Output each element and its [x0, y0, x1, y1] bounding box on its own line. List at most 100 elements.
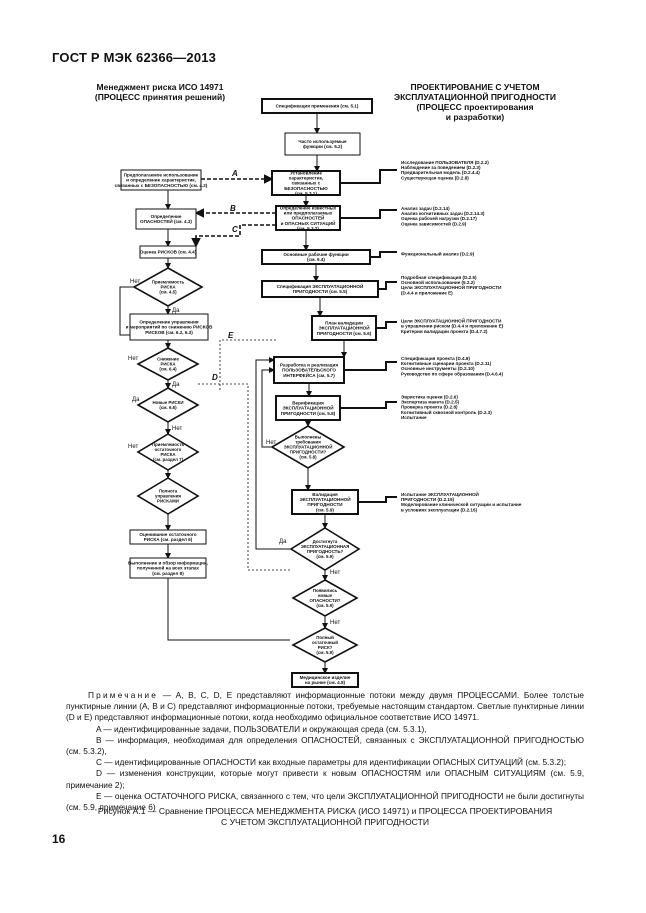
decision-text: ЭКСПЛУАТАЦИОННОЙ [284, 445, 333, 450]
yes-label: Да [132, 397, 140, 403]
process-box-text: План валидации [325, 320, 363, 325]
process-box-identify [271, 170, 341, 196]
decision-d_all [136, 477, 200, 515]
decision-text: (см. 5.8) [299, 454, 317, 459]
no-label: Нет [128, 356, 138, 362]
yes-label: Да [172, 382, 180, 388]
reference-note: Руководство по сфере образования (D.4.6.… [401, 370, 503, 376]
process-box-text: (см. 5.4) [307, 257, 325, 262]
left-title-line: Менеджмент риска ИСО 14971 [96, 82, 224, 92]
process-box-text: Установление [290, 170, 322, 175]
decision-text: остаточного [155, 447, 182, 452]
figure-caption: Рисунок А.1 — Сравнение ПРОЦЕССА МЕНЕДЖМ… [66, 806, 584, 827]
flow-letter-D: D [212, 373, 218, 382]
process-box-final [291, 672, 359, 688]
process-box-text: Разработка и реализация [280, 361, 338, 367]
right-title-line: ПРОЕКТИРОВАНИЕ С УЧЕТОМ [410, 82, 540, 92]
process-box-text: ПРИГОДНОСТИ (см. 5.5) [293, 289, 348, 294]
decision-d_reduce [136, 347, 200, 381]
no-label: Нет [330, 620, 340, 626]
decision-text: РИСКАМИ [157, 498, 179, 503]
flow-arrow [255, 357, 291, 550]
process-box-text: ПРИГОДНОСТИ (см. 5.8) [281, 411, 336, 416]
process-box-primary_func [261, 249, 371, 265]
process-box-risk_control [129, 313, 209, 341]
process-box-text: (см. 5.3.2) [297, 226, 319, 231]
reference-note: Критерии валидации проекта (D.4.7.2) [401, 329, 488, 334]
flow-letter-B: B [230, 204, 236, 213]
document-header: ГОСТ Р МЭК 62366—2013 [52, 50, 217, 65]
caption-line: С УЧЕТОМ ЭКСПЛУАТАЦИОННОЙ ПРИГОДНОСТИ [220, 816, 430, 827]
process-box-text: связанных с БЕЗОПАСНОСТЬЮ (см. 4.2) [115, 183, 208, 188]
process-box-text: или предполагаемых [284, 210, 333, 215]
decision-text: Снижение [157, 357, 179, 362]
process-box-freq_func [284, 132, 361, 156]
reference-note: Спецификация проекта (D.4.8) [401, 355, 470, 361]
reference-note: Цели ЭКСПЛУАТАЦИОННОЙ ПРИГОДНОСТИ [401, 283, 502, 290]
process-box-text: ПРИГОДНОСТИ [307, 502, 342, 507]
decision-d_verif_ok [270, 425, 346, 469]
process-box-text: ОПАСНОСТЕЙ (см. 4.3) [140, 217, 192, 224]
process-box-text: (см. 5.9) [316, 507, 334, 512]
process-box-text: Спецификация применения (см. 5.1) [276, 103, 359, 109]
decision-text: (см. 4.5) [159, 289, 177, 294]
flow-arrow [378, 281, 397, 290]
decision-d_residual [291, 627, 359, 663]
left-column-title: Менеджмент риска ИСО 14971 (ПРОЦЕСС прин… [80, 82, 240, 102]
process-box-text: Часто используемые [298, 139, 347, 144]
flow-letter-E: E [228, 331, 234, 340]
reference-note: Анализ когнитивных задач (D.2.14.3) [401, 211, 485, 216]
process-box-text: ОПАСНОСТЕЙ [292, 214, 325, 221]
flow-arrow [261, 367, 275, 448]
reference-note: Когнитивный сквозной контроль (D.2.3) [401, 409, 492, 415]
note-lead-word: Примечание [88, 690, 159, 700]
reference-note: Основные инструменты (D.2.10) [401, 366, 475, 371]
decision-d_overall [136, 433, 200, 471]
flow-arrow [340, 401, 397, 409]
process-box-text: РИСКА (см. раздел 6) [144, 537, 193, 542]
process-box-text: Определение [151, 214, 182, 219]
process-box-design_ui [273, 356, 345, 384]
process-box-text: Определение управления [139, 319, 198, 324]
note-b: B — информация, необходимая для определе… [66, 734, 584, 757]
process-box-text: (см. раздел 8) [152, 571, 184, 576]
right-column-title: ПРОЕКТИРОВАНИЕ С УЧЕТОМ ЭКСПЛУАТАЦИОННОЙ… [380, 82, 570, 122]
process-box-text: ЭКСПЛУАТАЦИОННОЙ [318, 324, 369, 331]
reference-note: Проверка проекта (D.2.8) [401, 405, 458, 410]
process-box-text: Выполнение и обзор информации, [128, 559, 208, 565]
process-box-validation [291, 489, 359, 515]
info-flow-line [219, 339, 276, 392]
process-box-id_hazards [135, 208, 197, 230]
process-box-text: функции (см. 5.2) [303, 143, 343, 149]
process-box-text: Валидация [312, 492, 338, 497]
process-box-text: Спецификация ЭКСПЛУАТАЦИОННОЙ [277, 282, 364, 289]
process-box-text: и определение характеристик, [126, 178, 196, 183]
reference-note: Основной использование (5.2.2) [401, 279, 475, 285]
decision-text: Полный [316, 635, 334, 640]
decision-text: остаточный [312, 640, 338, 645]
reference-note: Испытание ЭКСПЛУАТАЦИОННОЙ [401, 490, 479, 497]
process-box-text: РИСКОВ (см. 6.2, 6.3) [145, 330, 193, 335]
process-box-text: связанных с [292, 181, 321, 186]
decision-text: новые [318, 593, 333, 598]
reference-note: Анализ задач (D.2.14) [401, 206, 450, 211]
reference-note: Наблюдение за поведением (D.2.3) [401, 164, 481, 170]
process-box-text: Оценка РИСКОВ (см. 4.4) [140, 250, 197, 255]
decision-text: Полнота [159, 489, 178, 494]
flow-letter-A: A [231, 169, 238, 178]
decision-text: ПРИГОДНОСТЬ? [307, 549, 344, 554]
reference-note: Функциональный анализ (D.2.9) [401, 251, 475, 257]
decision-text: (см. 5.9) [316, 650, 334, 655]
process-box-text: и ОПАСНЫХ СИТУАЦИЙ [281, 219, 336, 226]
left-title-line: (ПРОЦЕСС принятия решений) [94, 92, 226, 102]
caption-line: Рисунок А.1 — Сравнение ПРОЦЕССА МЕНЕДЖМ… [97, 806, 553, 816]
process-box-known_hazards [275, 205, 341, 231]
flow-arrow [358, 496, 397, 503]
process-box-text: характеристик, [289, 175, 323, 180]
figure-notes: Примечание — A, B, C, D, E представляют … [66, 690, 584, 813]
flow-arrow [344, 361, 397, 371]
decision-text: ОПАСНОСТИ? [310, 598, 341, 603]
reference-note: Предварительная модель (D.2.4.4) [401, 170, 480, 175]
process-box-text: ПРИГОДНОСТИ (см. 5.6) [317, 331, 372, 336]
process-box-spec_usability [261, 280, 379, 298]
